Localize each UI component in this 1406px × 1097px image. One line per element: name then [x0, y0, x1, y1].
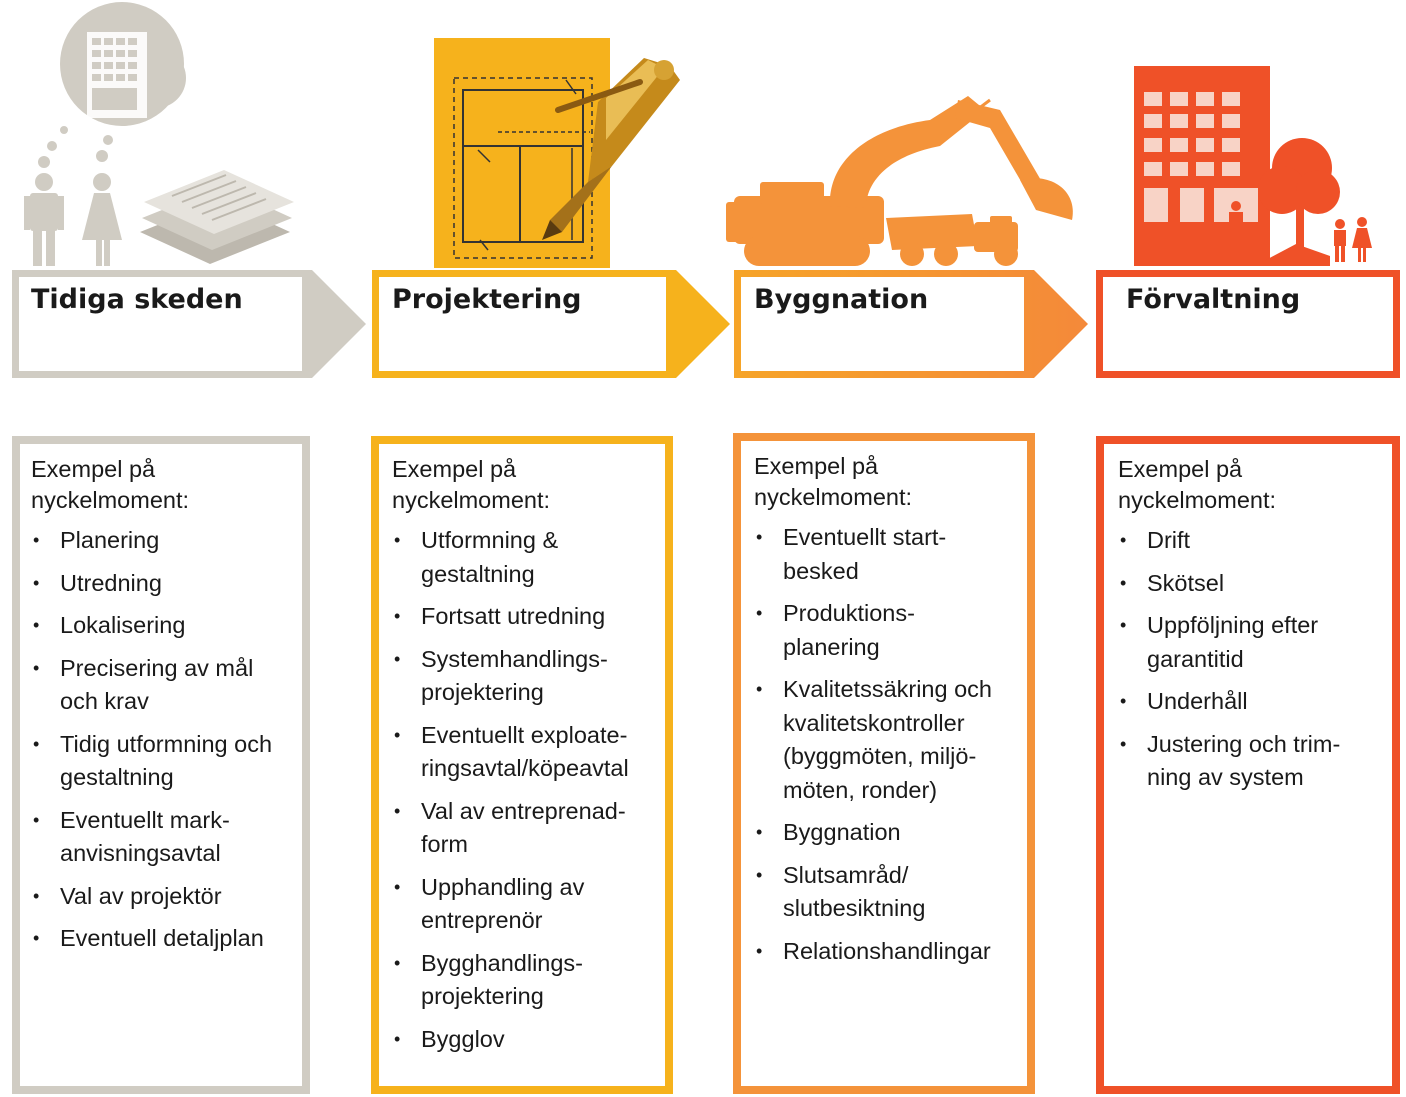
list-item: Eventuellt start- besked [754, 521, 1004, 588]
list-item: Uppföljning efter garantitid [1118, 609, 1368, 676]
list-item: Eventuell detaljplan [31, 922, 281, 956]
list-item: Eventuellt exploate- ringsavtal/köpeavta… [392, 719, 642, 786]
list-item: Val av projektör [31, 880, 281, 914]
documents-icon [140, 170, 294, 264]
tree-icon [1258, 138, 1340, 266]
card-heading: Exempel på nyckelmoment: [1118, 456, 1277, 513]
list-item: Precisering av mål och krav [31, 652, 281, 719]
list-item: Tidig utformning och gestaltning [31, 728, 281, 795]
phase-2-illustration [434, 38, 680, 268]
list-item: Kvalitetssäkring och kvalitetskontroller… [754, 673, 1004, 807]
card-item-list: Utformning & gestaltningFortsatt utredni… [392, 524, 642, 1056]
dump-truck-icon [886, 214, 1018, 266]
phase-card-3-frame [733, 433, 1035, 1094]
card-heading: Exempel på nyckelmoment: [31, 456, 190, 513]
list-item: Relationshandlingar [754, 935, 1004, 969]
phase-4-illustration [1134, 66, 1372, 266]
phase-header-4 [1096, 270, 1400, 378]
list-item: Justering och trim- ning av system [1118, 728, 1368, 795]
phase-card-4-frame [1096, 436, 1400, 1094]
card-item-list: Eventuellt start- beskedProduktions- pla… [754, 521, 1004, 968]
phase-header-2 [372, 270, 730, 378]
apartment-building-icon [1134, 66, 1270, 266]
phase-header-1 [12, 270, 366, 378]
excavator-icon [726, 96, 1073, 266]
list-item: Drift [1118, 524, 1368, 558]
list-item: Skötsel [1118, 567, 1368, 601]
people-icon [24, 173, 122, 266]
phase-card-3: Exempel på nyckelmoment: Eventuellt star… [754, 451, 1004, 977]
list-item: Val av entreprenad- form [392, 795, 642, 862]
blueprint-icon [434, 38, 610, 268]
pen-icon [542, 58, 680, 240]
phase-card-2: Exempel på nyckelmoment: Utformning & ge… [392, 454, 642, 1065]
list-item: Produktions- planering [754, 597, 1004, 664]
phase-title-1: Tidiga skeden [31, 284, 243, 315]
card-heading: Exempel på nyckelmoment: [754, 453, 913, 510]
list-item: Planering [31, 524, 281, 558]
list-item: Bygglov [392, 1023, 642, 1057]
list-item: Bygghandlings- projektering [392, 947, 642, 1014]
phase-header-3 [734, 270, 1088, 378]
phase-title-2: Projektering [392, 284, 582, 315]
list-item: Slutsamråd/ slutbesiktning [754, 859, 1004, 926]
phase-card-2-frame [371, 436, 673, 1094]
phase-card-4: Exempel på nyckelmoment: DriftSkötselUpp… [1118, 454, 1368, 804]
phase-3-illustration [726, 96, 1073, 266]
list-item: Utredning [31, 567, 281, 601]
phase-card-1: Exempel på nyckelmoment: PlaneringUtredn… [31, 454, 281, 965]
list-item: Byggnation [754, 816, 1004, 850]
card-item-list: PlaneringUtredningLokaliseringPreciserin… [31, 524, 281, 956]
office-building-thought-icon [38, 2, 186, 168]
list-item: Utformning & gestaltning [392, 524, 642, 591]
phase-card-1-frame [12, 436, 310, 1094]
list-item: Systemhandlings- projektering [392, 643, 642, 710]
phase-1-illustration [24, 2, 294, 266]
family-icon [1334, 217, 1372, 262]
card-item-list: DriftSkötselUppföljning efter garantitid… [1118, 524, 1368, 795]
phase-title-4: Förvaltning [1126, 284, 1301, 315]
list-item: Upphandling av entreprenör [392, 871, 642, 938]
list-item: Fortsatt utredning [392, 600, 642, 634]
list-item: Underhåll [1118, 685, 1368, 719]
list-item: Eventuellt mark- anvisningsavtal [31, 804, 281, 871]
phase-title-3: Byggnation [754, 284, 929, 315]
list-item: Lokalisering [31, 609, 281, 643]
card-heading: Exempel på nyckelmoment: [392, 456, 551, 513]
